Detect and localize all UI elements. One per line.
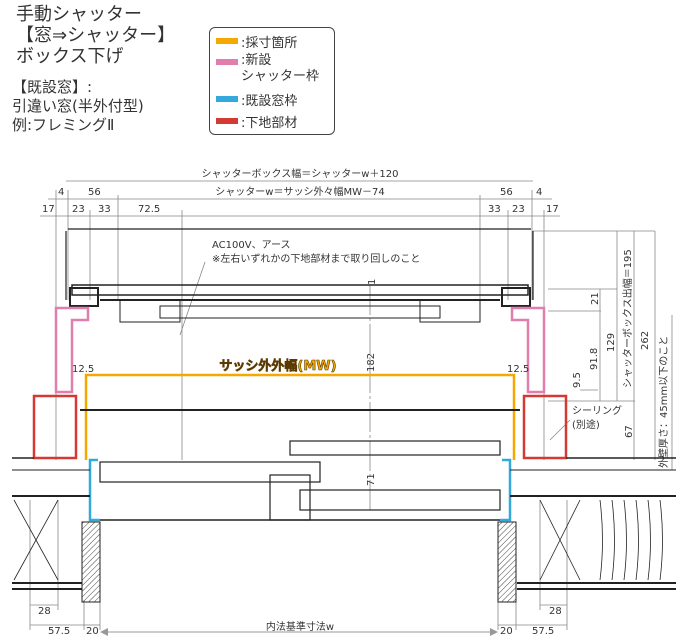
- legend-label: :既設窓枠: [241, 94, 298, 109]
- legend-swatch-blue: [216, 96, 238, 102]
- legend-item-existing-frame: :既設窓枠: [216, 90, 297, 109]
- existing-window-heading: 【既設窓】:: [12, 78, 93, 96]
- legend-item-new-frame: :新設シャッター枠: [216, 53, 319, 85]
- existing-window-info: 【既設窓】: 引違い窓(半外付型) 例:フレミングⅡ: [12, 78, 144, 135]
- title-line3: ボックス下げ: [16, 46, 124, 67]
- dim-17-right: 17: [546, 204, 559, 215]
- legend-item-measure: :採寸箇所: [216, 32, 297, 51]
- dim-56-right: 56: [500, 187, 513, 198]
- legend-label: :下地部材: [241, 116, 298, 131]
- dim-4-right: 4: [536, 187, 542, 198]
- shutter-box: [65, 228, 534, 323]
- mw-label: サッシ外外幅(MW): [219, 358, 336, 374]
- inner-width-arrow: [100, 628, 498, 636]
- legend-swatch-orange: [216, 38, 238, 44]
- diagram-title: 手動シャッター 【窓⇒シャッター】 ボックス下げ: [16, 4, 175, 67]
- dim-72-5: 72.5: [138, 204, 160, 215]
- dim-23-right: 23: [512, 204, 525, 215]
- wall-section: [12, 457, 676, 590]
- box-width-label: シャッターボックス幅＝シャッターw＋120: [202, 167, 399, 180]
- dim-67: 67: [624, 425, 635, 438]
- base-material: [32, 394, 568, 460]
- dim-17-left: 17: [42, 204, 55, 215]
- legend-label-1: :新設: [241, 53, 272, 68]
- dim-12-5-right: 12.5: [507, 364, 529, 375]
- dim-182: 182: [366, 353, 377, 372]
- dimension-labels: シャッターボックス幅＝シャッターw＋120 シャッターw＝サッシ外々幅MW－74…: [38, 167, 670, 637]
- dim-1: 1: [367, 279, 378, 285]
- existing-window-frame: [88, 458, 512, 522]
- legend-label-2: シャッター枠: [241, 69, 320, 84]
- existing-window: [80, 409, 520, 521]
- legend-swatch-red: [216, 118, 238, 124]
- dim-33-left: 33: [98, 204, 111, 215]
- power-note-line2: ※左右いずれかの下地部材まで取り回しのこと: [212, 252, 420, 265]
- title-line2: 【窓⇒シャッター】: [16, 25, 176, 46]
- dim-20-left: 20: [86, 626, 99, 637]
- dim-91-8: 91.8: [589, 348, 600, 370]
- dim-4-left: 4: [58, 187, 64, 198]
- dim-28-right: 28: [549, 606, 562, 617]
- legend-label: :採寸箇所: [241, 36, 298, 51]
- inner-width-label: 内法基準寸法w: [266, 620, 334, 633]
- existing-window-example: 例:フレミングⅡ: [12, 116, 115, 134]
- dim-12-5-left: 12.5: [72, 364, 94, 375]
- dim-21: 21: [590, 292, 601, 305]
- dim-71: 71: [366, 473, 377, 486]
- legend-item-base-material: :下地部材: [216, 112, 297, 131]
- dim-9-5: 9.5: [572, 372, 583, 388]
- title-line1: 手動シャッター: [16, 4, 142, 25]
- existing-window-type: 引違い窓(半外付型): [12, 97, 144, 115]
- left-wall-hatch: [81, 521, 101, 603]
- sealing-note-line2: (別途): [572, 418, 600, 431]
- box-depth-label: シャッターボックス出幅＝195: [621, 249, 634, 388]
- legend-swatch-pink: [216, 59, 238, 65]
- dim-57-5-right: 57.5: [532, 626, 554, 637]
- sealing-note-line1: シーリング: [572, 404, 622, 417]
- dim-28-left: 28: [38, 606, 51, 617]
- sash-width-measure: [84, 373, 516, 460]
- shutter-w-label: シャッターw＝サッシ外々幅MW－74: [215, 185, 384, 198]
- right-wall-hatch: [497, 521, 517, 603]
- dim-129: 129: [606, 333, 617, 352]
- dim-33-right: 33: [488, 204, 501, 215]
- legend-label: :新設シャッター枠: [241, 53, 319, 85]
- power-note-line1: AC100V、アース: [212, 240, 290, 251]
- dim-20-right: 20: [500, 626, 513, 637]
- dim-56-left: 56: [88, 187, 101, 198]
- dim-262: 262: [640, 331, 651, 350]
- new-shutter-frame: [54, 306, 546, 394]
- wall-thickness-note: 外壁厚さ：45mm以下のこと: [657, 336, 670, 468]
- dim-57-5-left: 57.5: [48, 626, 70, 637]
- dim-23-left: 23: [72, 204, 85, 215]
- legend: :採寸箇所 :新設シャッター枠 :既設窓枠 :下地部材: [209, 27, 335, 135]
